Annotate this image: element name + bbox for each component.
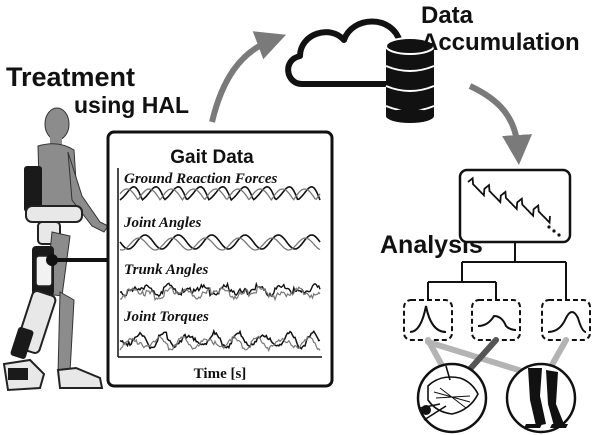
trunk-angles-trace — [119, 281, 321, 302]
data-accumulation-line1: Data — [421, 2, 474, 29]
time-axis-label: Time [s] — [194, 366, 247, 382]
gait-data-title: Gait Data — [170, 147, 254, 168]
clustering-tree — [427, 242, 567, 300]
trace-jt-line — [119, 328, 321, 350]
joint-angles-trace — [119, 234, 321, 251]
treatment-title-line2: using HAL — [74, 92, 189, 118]
trace-grf-line — [119, 185, 321, 202]
joint-torques-trace — [119, 328, 321, 353]
aggregated-data-thumbnail — [458, 168, 572, 244]
cluster-box-1 — [403, 299, 453, 341]
trace-jt-line — [119, 335, 321, 353]
trace-ja-line — [119, 237, 321, 251]
cluster-box-2 — [471, 299, 521, 341]
neuromuscular-icon — [416, 362, 488, 434]
aggregated-data-trace — [467, 176, 551, 225]
gait-data-panel: Gait Data Time [s] Ground Reaction Force… — [106, 130, 334, 388]
ground-reaction-forces-trace — [119, 185, 321, 202]
trace-grf-line — [119, 188, 321, 202]
legs-icon — [505, 362, 577, 434]
trace-ta-line — [119, 285, 321, 302]
person-with-exoskeleton-icon — [2, 107, 109, 392]
analysis-arrow — [468, 83, 533, 165]
trace-agg-line — [467, 176, 551, 225]
trace-ja-line — [119, 234, 321, 250]
database-icon — [385, 37, 435, 123]
trunk-angles-label: Trunk Angles — [124, 262, 208, 278]
data-accumulation-line2: Accumulation — [421, 29, 580, 56]
treatment-title-line1: Treatment — [6, 62, 135, 92]
ground-reaction-forces-label: Ground Reaction Forces — [124, 171, 278, 187]
cluster-box-3 — [541, 299, 591, 341]
joint-torques-label: Joint Torques — [123, 309, 209, 325]
joint-angles-label: Joint Angles — [123, 215, 202, 231]
upload-arrow — [209, 31, 287, 123]
